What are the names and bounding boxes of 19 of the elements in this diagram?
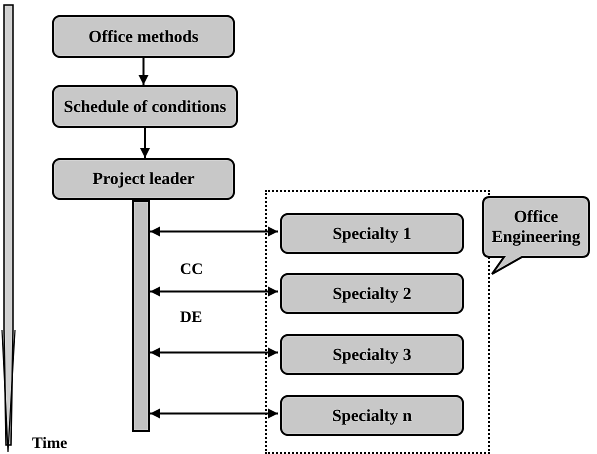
speech-bubble: Office Engineering (482, 196, 590, 276)
annotation-text: CC (180, 260, 204, 280)
arrow (150, 286, 278, 296)
arrow (150, 348, 278, 358)
group-frame (265, 190, 490, 454)
arrow (138, 58, 148, 85)
timeline-bar (132, 200, 150, 432)
process-box: Specialty n (280, 395, 464, 436)
annotation-text: DE (180, 308, 202, 328)
arrow (140, 128, 150, 158)
process-box: Project leader (52, 158, 235, 200)
arrow (150, 226, 278, 236)
process-box: Specialty 3 (280, 334, 464, 375)
process-box: Office methods (52, 15, 235, 58)
arrow (150, 408, 278, 418)
axis-label: Time (32, 434, 68, 454)
process-box: Schedule of conditions (52, 85, 238, 128)
process-box: Specialty 2 (280, 273, 464, 314)
process-box: Specialty 1 (280, 213, 464, 254)
